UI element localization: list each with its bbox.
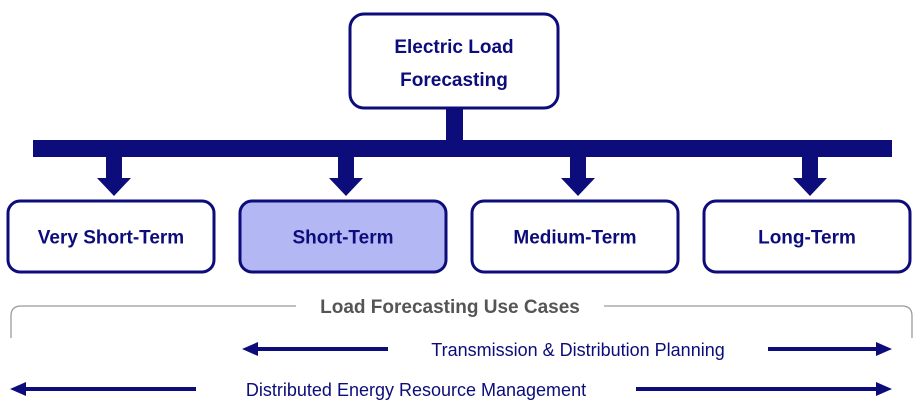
down-arrow-icon: [97, 157, 131, 196]
branch-bar: [33, 140, 892, 157]
category-label: Long-Term: [758, 228, 856, 249]
der-management-span: Distributed Energy Resource Management: [10, 380, 892, 400]
category-box-long-term: Long-Term: [702, 199, 912, 274]
category-box-frame: [470, 199, 680, 274]
category-label: Medium-Term: [513, 228, 636, 249]
category-box-short-term: Short-Term: [238, 199, 448, 274]
category-label: Very Short-Term: [38, 228, 184, 249]
root-box: [348, 12, 560, 110]
left-arrowhead-icon: [242, 342, 258, 356]
category-box-very-short-term: Very Short-Term: [6, 199, 216, 274]
category-label: Short-Term: [293, 228, 394, 249]
right-arrowhead-icon: [876, 382, 892, 396]
category-box-frame: [702, 199, 912, 274]
right-arrowhead-icon: [876, 342, 892, 356]
use-cases-bracket: [10, 305, 913, 338]
down-arrow-icon: [561, 157, 595, 196]
category-boxes: Very Short-Term Short-Term Medium-Term Long…: [6, 199, 912, 274]
root-stem: [446, 108, 463, 140]
down-arrow-icon: [793, 157, 827, 196]
category-box-frame: [238, 199, 448, 274]
use-cases-title: Load Forecasting Use Cases: [320, 297, 580, 318]
branch-arrows: [97, 157, 827, 196]
td-planning-span: Transmission & Distribution Planning: [242, 340, 892, 360]
category-box-frame: [6, 199, 216, 274]
der-management-label: Distributed Energy Resource Management: [246, 380, 586, 400]
category-box-medium-term: Medium-Term: [470, 199, 680, 274]
left-arrowhead-icon: [10, 382, 26, 396]
td-planning-label: Transmission & Distribution Planning: [431, 340, 724, 360]
down-arrow-icon: [329, 157, 363, 196]
root-label-line1: Electric Load: [394, 37, 513, 58]
root-label-line2: Forecasting: [400, 70, 508, 91]
